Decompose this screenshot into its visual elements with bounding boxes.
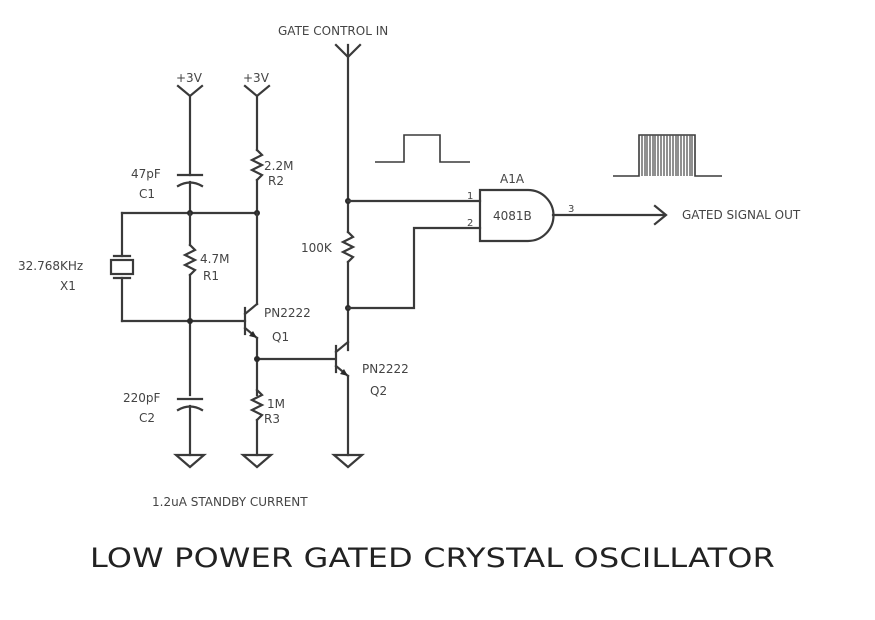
svg-text:47pF: 47pF [131, 167, 161, 181]
junction [187, 318, 193, 324]
svg-text:X1: X1 [60, 279, 76, 293]
svg-text:+3V: +3V [243, 71, 270, 85]
gated-signal-output: GATED SIGNAL OUT [551, 204, 801, 226]
svg-text:R3: R3 [264, 412, 280, 426]
capacitor-c1: 47pF C1 [131, 94, 204, 215]
capacitor-c2: 220pF C2 [123, 391, 204, 457]
resistor-r1: 4.7M R1 [182, 211, 229, 397]
svg-text:R2: R2 [268, 174, 284, 188]
svg-text:+3V: +3V [176, 71, 203, 85]
ground-icon [173, 453, 207, 469]
svg-text:GATED SIGNAL OUT: GATED SIGNAL OUT [682, 208, 801, 222]
svg-text:100K: 100K [301, 241, 333, 255]
crystal-x1: 32.768KHz X1 [18, 211, 135, 323]
output-burst-waveform-icon [613, 134, 722, 177]
svg-text:A1A: A1A [500, 172, 525, 186]
svg-text:3: 3 [568, 204, 574, 215]
svg-text:4.7M: 4.7M [200, 252, 229, 266]
and-gate-a1a: A1A 4081B 1 2 3 [467, 172, 574, 243]
svg-text:R1: R1 [203, 269, 219, 283]
svg-text:2: 2 [467, 218, 473, 229]
standby-current-note: 1.2uA STANDBY CURRENT [152, 495, 308, 509]
svg-text:PN2222: PN2222 [362, 362, 409, 376]
ground-icon [331, 453, 365, 469]
gate-waveform-icon [375, 134, 470, 163]
transistor-q2: PN2222 Q2 [334, 340, 409, 457]
resistor-100k: 100K [301, 230, 356, 352]
resistor-r3: 1M R3 [249, 388, 285, 457]
svg-text:1M: 1M [267, 397, 285, 411]
svg-text:Q2: Q2 [370, 384, 387, 398]
diagram-title: LOW POWER GATED CRYSTAL OSCILLATOR [90, 543, 775, 574]
svg-text:PN2222: PN2222 [264, 306, 311, 320]
svg-text:1: 1 [467, 191, 473, 202]
svg-text:4081B: 4081B [493, 209, 532, 223]
svg-text:C2: C2 [139, 411, 155, 425]
supply-3v-left: +3V [176, 71, 204, 98]
transistor-q1: PN2222 Q1 [243, 211, 311, 397]
supply-arrow-icon [176, 84, 204, 98]
output-arrow-icon [653, 204, 668, 226]
emitter-arrow-icon [249, 331, 257, 338]
svg-text:220pF: 220pF [123, 391, 161, 405]
emitter-arrow-icon [340, 369, 348, 376]
svg-text:C1: C1 [139, 187, 155, 201]
svg-text:GATE CONTROL IN: GATE CONTROL IN [278, 24, 388, 38]
svg-text:Q1: Q1 [272, 330, 289, 344]
svg-text:32.768KHz: 32.768KHz [18, 259, 83, 273]
ground-icon [240, 453, 274, 469]
supply-arrow-icon [243, 84, 271, 98]
supply-3v-right: +3V [243, 71, 271, 98]
svg-text:2.2M: 2.2M [264, 159, 293, 173]
junction [254, 356, 260, 362]
wire-gate-pin2 [346, 226, 482, 310]
resistor-r2: 2.2M R2 [249, 94, 293, 215]
